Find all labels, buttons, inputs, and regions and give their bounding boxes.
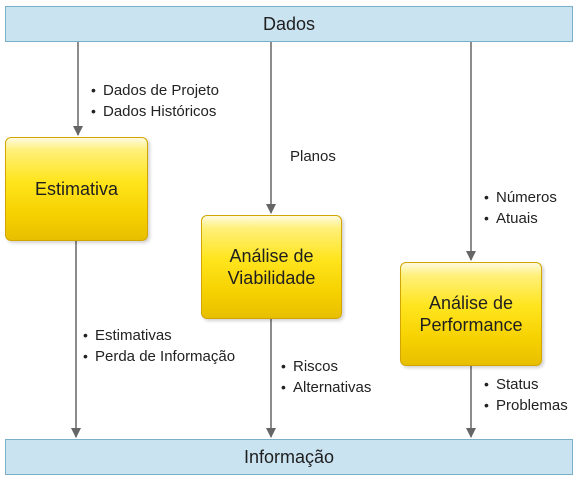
list-item: Status [484, 374, 568, 395]
informacao-bar: Informação [5, 439, 573, 475]
list-item: Dados de Projeto [91, 80, 219, 101]
analise-performance-box: Análise de Performance [400, 262, 542, 366]
output-estimativa-list: Estimativas Perda de Informação [83, 325, 235, 367]
list-item: Estimativas [83, 325, 235, 346]
list-item: Números [484, 187, 557, 208]
analise-viabilidade-box-line1: Análise de [229, 246, 314, 266]
list-item: Dados Históricos [91, 101, 219, 122]
dados-label: Dados [262, 13, 316, 34]
output-performance-list: Status Problemas [484, 374, 568, 416]
list-item: Problemas [484, 395, 568, 416]
estimativa-box-line1: Estimativa [34, 179, 119, 199]
informacao-label: Informação [243, 446, 335, 467]
analise-viabilidade-box: Análise de Viabilidade [201, 215, 342, 319]
analise-performance-box-line2: Performance [419, 315, 523, 335]
analise-viabilidade-box-line2: Viabilidade [227, 268, 316, 288]
list-item: Alternativas [281, 377, 371, 398]
dados-bar: Dados [5, 6, 573, 42]
analise-performance-box-line1: Análise de [428, 293, 514, 313]
input-performance-list: Números Atuais [484, 187, 557, 229]
input-viabilidade-label: Planos [290, 148, 336, 165]
list-item: Riscos [281, 356, 371, 377]
output-viabilidade-list: Riscos Alternativas [281, 356, 371, 398]
list-item: Perda de Informação [83, 346, 235, 367]
input-estimativa-list: Dados de Projeto Dados Históricos [91, 80, 219, 122]
estimativa-box: Estimativa [5, 137, 148, 241]
list-item: Atuais [484, 208, 557, 229]
